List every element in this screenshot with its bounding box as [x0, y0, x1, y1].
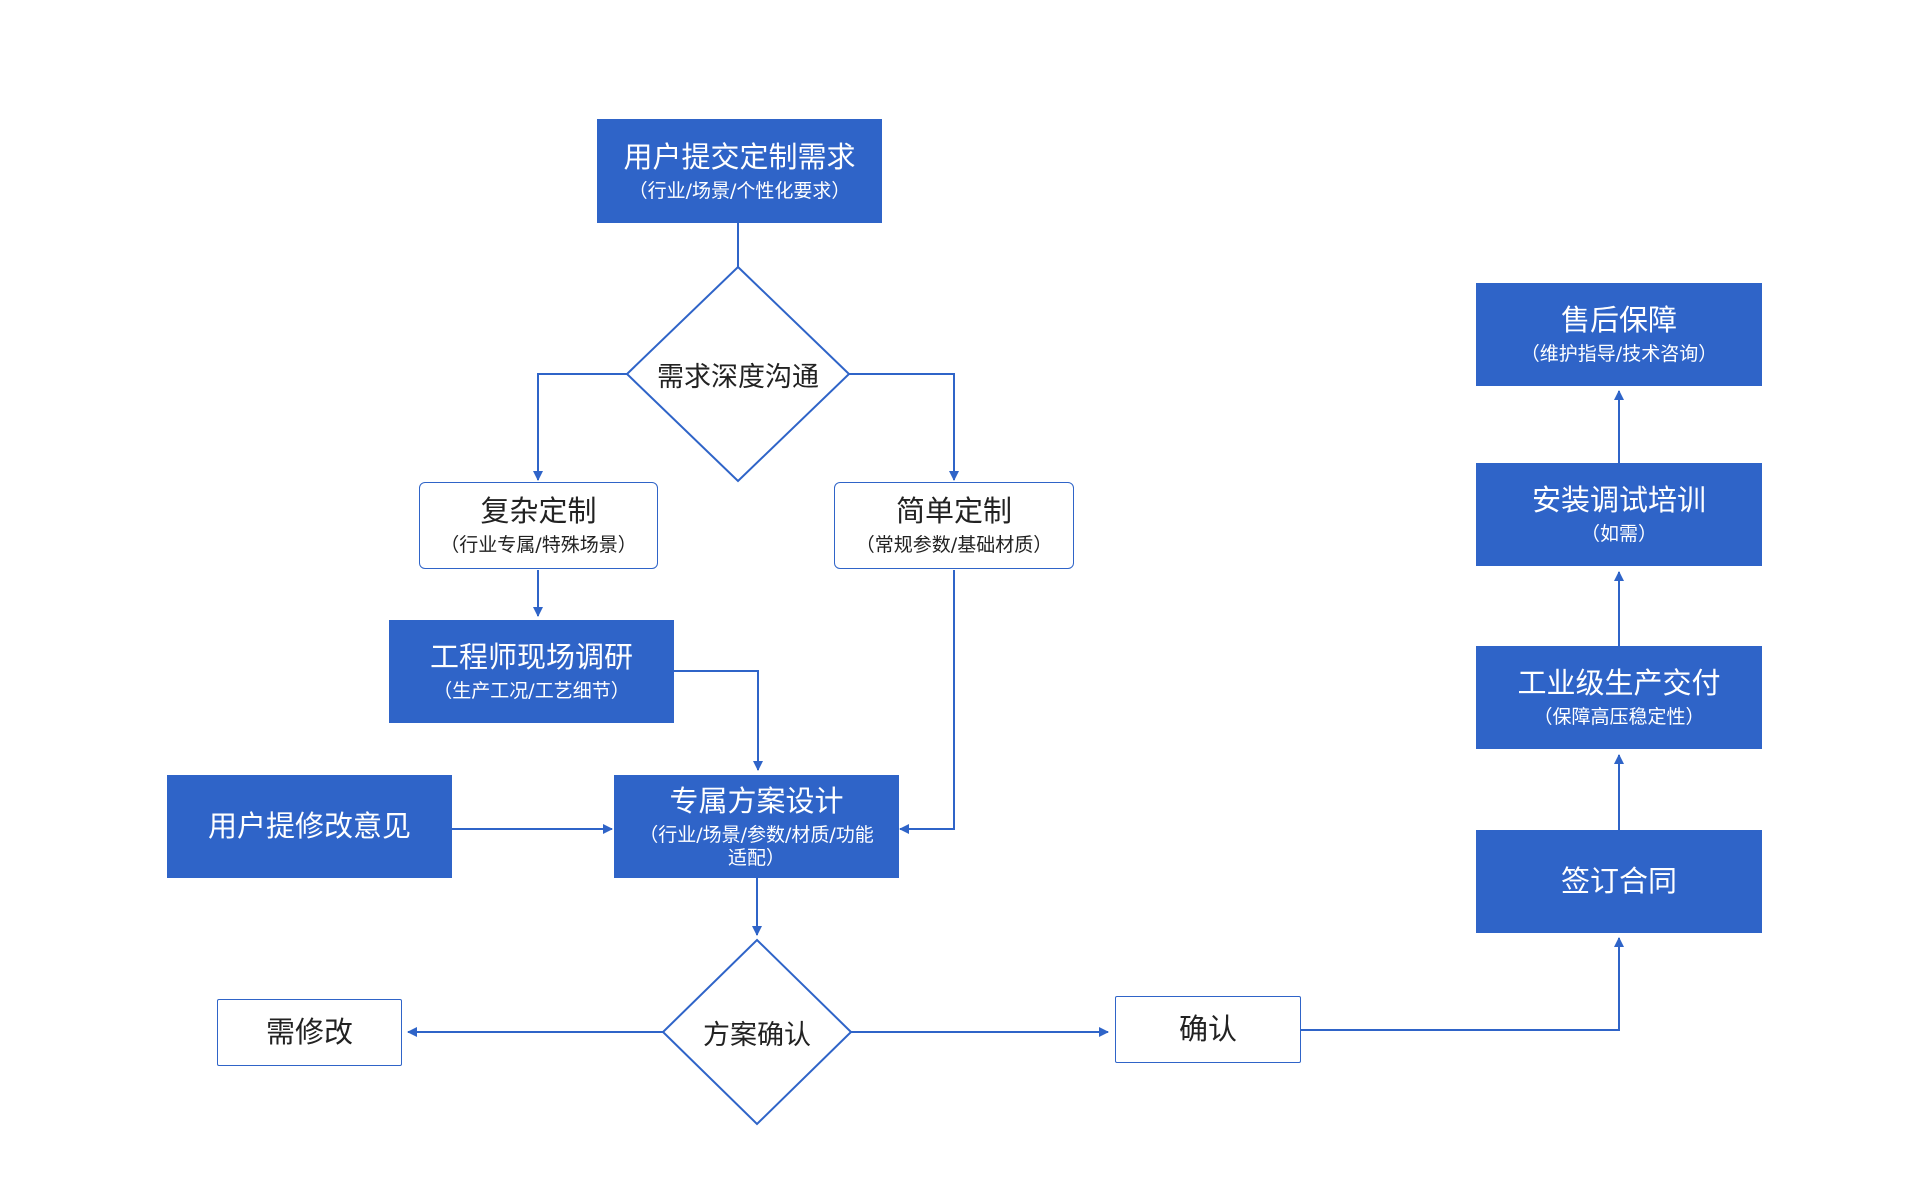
node-survey-sub: （生产工况/工艺细节） [433, 680, 630, 703]
node-revise: 需修改 [217, 999, 402, 1066]
decision2-label: 方案确认 [703, 1019, 811, 1051]
decision1-diamond [625, 265, 851, 483]
node-aftersales-title: 售后保障 [1560, 303, 1677, 337]
edge-survey-design [674, 670, 763, 771]
node-design-title: 专属方案设计 [669, 784, 844, 819]
node-simple-title: 简单定制 [895, 494, 1012, 528]
node-start-title: 用户提交定制需求 [623, 139, 856, 174]
node-production-title: 工业级生产交付 [1517, 666, 1721, 700]
node-start-sub: （行业/场景/个性化要求） [628, 179, 851, 202]
node-complex: 复杂定制 （行业专属/特殊场景） [419, 482, 658, 569]
node-contract-title: 签订合同 [1560, 864, 1677, 899]
node-complex-sub: （行业专属/特殊场景） [440, 534, 637, 557]
node-start: 用户提交定制需求 （行业/场景/个性化要求） [597, 119, 882, 223]
node-feedback-title: 用户提修改意见 [207, 809, 411, 844]
node-feedback: 用户提修改意见 [167, 775, 452, 878]
node-aftersales-sub: （维护指导/技术咨询） [1520, 343, 1718, 366]
node-contract: 签订合同 [1476, 830, 1762, 933]
node-simple-sub: （常规参数/基础材质） [855, 534, 1053, 557]
node-confirm: 确认 [1115, 996, 1301, 1063]
node-aftersales: 售后保障 （维护指导/技术咨询） [1476, 283, 1762, 386]
edge-decision1-complex [533, 373, 627, 481]
decision2-diamond [661, 938, 853, 1126]
node-install-sub: （如需） [1580, 523, 1657, 546]
node-complex-title: 复杂定制 [480, 494, 597, 528]
decision1-label: 需求深度沟通 [657, 361, 819, 393]
edge-confirm-contract [1301, 937, 1624, 1031]
node-survey: 工程师现场调研 （生产工况/工艺细节） [389, 620, 674, 723]
edge-simple-design [899, 570, 955, 834]
node-production-sub: （保障高压稳定性） [1533, 706, 1705, 729]
node-simple: 简单定制 （常规参数/基础材质） [834, 482, 1074, 569]
node-production: 工业级生产交付 （保障高压稳定性） [1476, 646, 1762, 749]
node-survey-title: 工程师现场调研 [429, 640, 633, 674]
node-design-sub: （行业/场景/参数/材质/功能适配） [639, 824, 874, 870]
node-design: 专属方案设计 （行业/场景/参数/材质/功能适配） [614, 775, 899, 878]
node-confirm-title: 确认 [1178, 1012, 1237, 1047]
node-revise-title: 需修改 [265, 1015, 353, 1050]
node-install: 安装调试培训 （如需） [1476, 463, 1762, 566]
edge-decision1-simple [849, 373, 959, 481]
node-install-title: 安装调试培训 [1531, 483, 1706, 517]
